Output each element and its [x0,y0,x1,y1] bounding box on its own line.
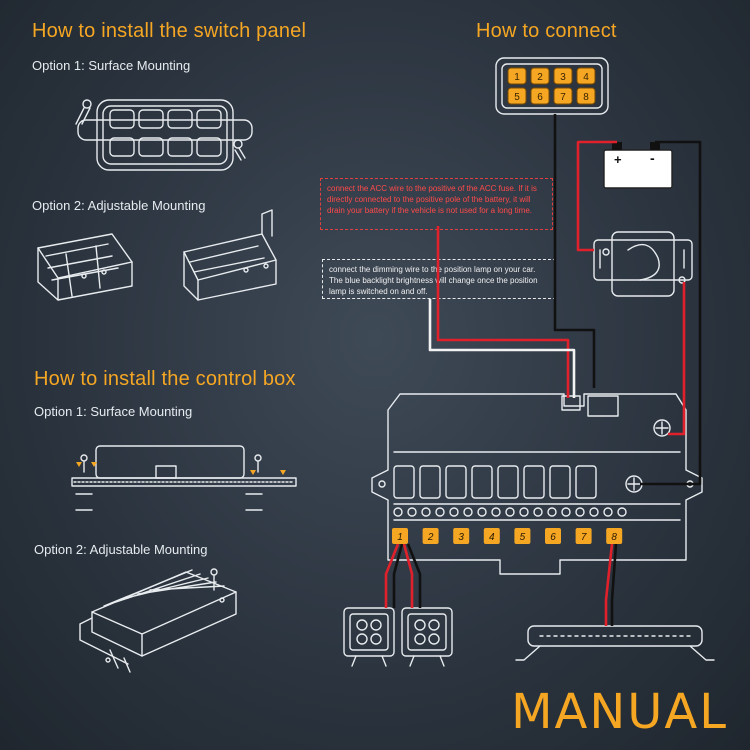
switch-panel-surface-illustration [75,99,253,171]
pod-light-left [343,607,395,667]
control-box-illustration [371,393,703,575]
battery-illustration [603,142,673,189]
switch-panel-bracket-right [183,209,277,301]
battery-negative-label: - [650,150,655,166]
heading-install-switch-panel: How to install the switch panel [32,20,307,42]
control-box-surface-illustration [71,445,297,511]
acc-wire-note: connect the ACC wire to the positive of … [320,178,553,230]
heading-install-control-box: How to install the control box [34,368,296,390]
light-bar [515,625,715,661]
breaker-illustration [593,231,693,297]
heading-how-to-connect: How to connect [476,20,617,42]
pod-light-right [401,607,453,667]
keypad-illustration [495,57,609,115]
battery-positive-label: + [614,152,622,167]
control-box-option1-label: Option 1: Surface Mounting [34,404,193,419]
switch-panel-bracket-left [37,233,133,301]
manual-title: MANUAL [511,684,728,740]
switch-panel-option2-label: Option 2: Adjustable Mounting [32,198,206,213]
control-box-option2-label: Option 2: Adjustable Mounting [34,542,208,557]
control-box-isometric-illustration [79,568,237,673]
switch-panel-option1-label: Option 1: Surface Mounting [32,58,191,73]
